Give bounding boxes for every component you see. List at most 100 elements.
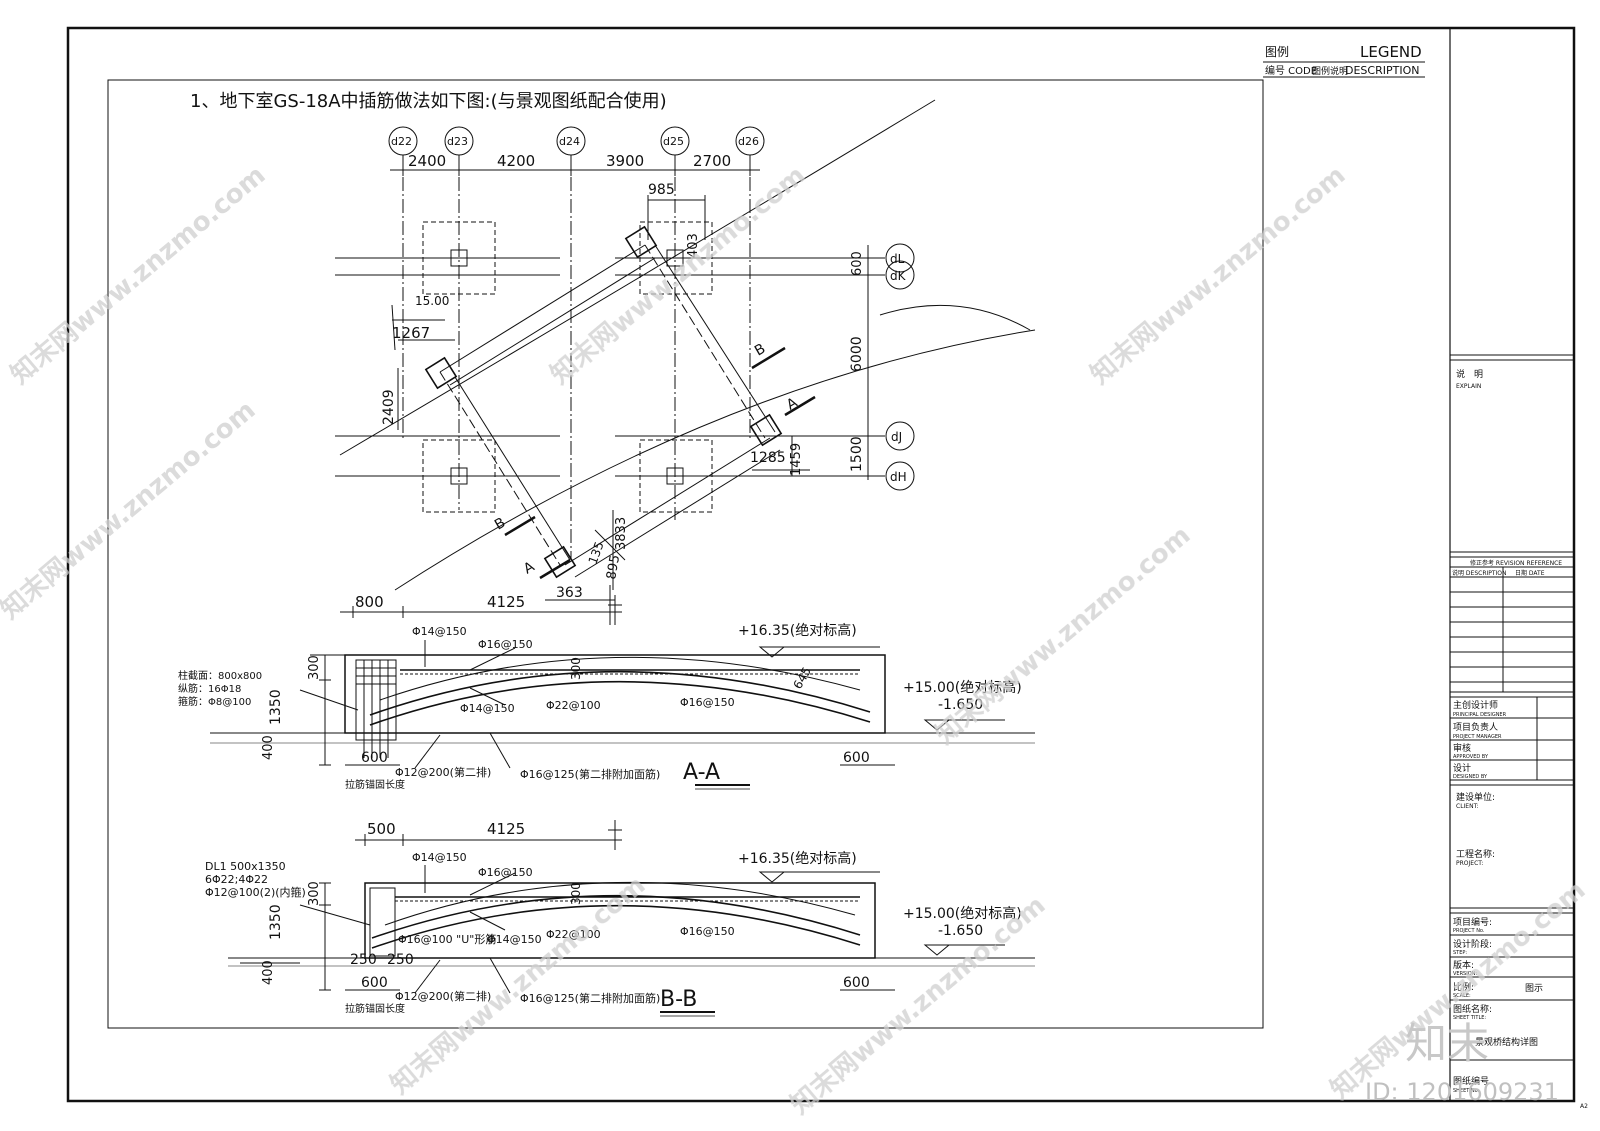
tb-pm-cn: 项目负责人 (1453, 721, 1498, 733)
bb-dim-250a: 250 (350, 952, 377, 968)
section-aa-labels: 800 4125 Φ14@150 Φ16@150 +16.35(绝对标高) +1… (178, 593, 1022, 791)
aa-col-stirrup: 箍筋：Φ8@100 (178, 695, 251, 708)
dim-1285: 1285 (750, 450, 786, 466)
tb-stage-en: STEP: (1453, 950, 1467, 956)
cut-b-top: B (752, 341, 768, 360)
bb-dim-250b: 250 (387, 952, 414, 968)
titleblock-labels: 说 明 EXPLAIN 修正参考 REVISION REFERENCE 说明 D… (1452, 368, 1588, 1110)
watermark-text: 知末网www.znzmo.com (385, 870, 651, 1100)
dim-1500: 1500 (849, 436, 865, 472)
aa-r1: Φ14@150 (412, 625, 467, 638)
section-aa (210, 595, 1035, 790)
tb-sheet-cn: 图纸名称: (1453, 1003, 1492, 1015)
legend-desc-en: DESCRIPTION (1345, 64, 1419, 77)
tb-revision: 修正参考 REVISION REFERENCE (1470, 559, 1562, 567)
dim-403: 403 (686, 233, 701, 258)
tb-pm-en: PROJECT MANAGER (1453, 734, 1502, 740)
legend-cn: 图例 (1265, 45, 1289, 59)
dim-3900: 3900 (606, 152, 644, 170)
outer-frame (66, 26, 1576, 1103)
dim-363: 363 (556, 585, 583, 601)
cut-a-top: A (784, 395, 801, 414)
watermark-text: 知末网www.znzmo.com (930, 520, 1196, 750)
tb-design-en: DESIGNED BY (1453, 774, 1488, 780)
section-bb (228, 820, 1035, 1017)
tb-project-cn: 工程名称: (1456, 848, 1495, 860)
tb-client-cn: 建设单位: (1456, 791, 1495, 803)
dim-1500b: 15.00 (415, 294, 449, 308)
aa-dim-400: 400 (261, 735, 276, 760)
bb-r1: Φ14@150 (412, 851, 467, 864)
bb-dim-300v: 300 (569, 882, 583, 905)
bb-dim-400: 400 (261, 960, 276, 985)
bb-beam3: Φ12@100(2)(内箍) (205, 885, 306, 899)
bb-r4: Φ22@100 (546, 928, 601, 941)
aa-dim-600l: 600 (361, 750, 388, 766)
watermark-logo: 知末 (1405, 1019, 1489, 1068)
watermark-id: ID: 1201609231 (1365, 1078, 1559, 1106)
bb-r7: Φ16@125(第二排附加面筋) (520, 991, 660, 1005)
aa-dim-800: 800 (355, 593, 384, 611)
bb-r6: Φ12@200(第二排) (395, 989, 491, 1003)
aa-dim-600r: 600 (843, 750, 870, 766)
tb-projno-en: PROJECT No. (1453, 928, 1485, 934)
bb-anchor: 拉筋锚固长度 (345, 1002, 405, 1015)
axis-dJ: dJ (891, 430, 902, 444)
axis-d22: d22 (391, 135, 412, 148)
dim-985: 985 (648, 182, 675, 198)
tb-size: A2 (1580, 1103, 1588, 1110)
aa-anchor: 拉筋锚固长度 (345, 778, 405, 791)
bb-dim-500: 500 (367, 820, 396, 838)
legend-en: LEGEND (1360, 43, 1422, 61)
aa-dim-4125: 4125 (487, 593, 525, 611)
dim-2700: 2700 (693, 152, 731, 170)
axis-d25: d25 (663, 135, 684, 148)
tb-sheet-val: 景观桥结构详图 (1475, 1036, 1538, 1048)
dim-135: 135 (586, 540, 607, 566)
watermarks: 知末网www.znzmo.com 知末网www.znzmo.com 知末网www… (0, 160, 1591, 1120)
tb-approve-en: APPROVED BY (1453, 754, 1489, 760)
legend-code: 编号 CODE (1265, 64, 1317, 77)
bb-dim-600r: 600 (843, 975, 870, 991)
bb-elev-top: +16.35(绝对标高) (738, 850, 857, 867)
dim-3833: 3833 (614, 517, 629, 550)
tb-explain-en: EXPLAIN (1456, 383, 1481, 390)
aa-title: A-A (683, 760, 720, 785)
axis-d26: d26 (738, 135, 759, 148)
dim-4200: 4200 (497, 152, 535, 170)
bb-elev-mid: +15.00(绝对标高) (903, 905, 1022, 922)
tb-scale-val: 图示 (1525, 983, 1543, 994)
watermark-text: 知末网www.znzmo.com (5, 160, 271, 390)
aa-r3: Φ14@150 (460, 702, 515, 715)
aa-r7: Φ16@125(第二排附加面筋) (520, 767, 660, 781)
cut-b-bottom: B (492, 515, 508, 534)
watermark-text: 知末网www.znzmo.com (0, 395, 261, 625)
aa-dim-300: 300 (307, 655, 322, 680)
cut-a-bottom: A (521, 559, 538, 578)
aa-col-section: 柱截面：800x800 (178, 669, 262, 682)
bb-dim-1350: 1350 (268, 904, 284, 940)
tb-client-en: CLIENT: (1456, 803, 1479, 810)
aa-elev-low: -1.650 (938, 697, 983, 713)
dim-2400: 2400 (408, 152, 446, 170)
tb-designer-en: PRINCIPAL DESIGNER (1453, 712, 1507, 718)
drawing-frame (107, 79, 1264, 1029)
titleblock-frame (1449, 27, 1575, 1102)
aa-dim-300v: 300 (569, 657, 583, 680)
dim-895: 895 (604, 554, 623, 581)
dim-2409: 2409 (381, 389, 397, 425)
aa-r2: Φ16@150 (478, 638, 533, 651)
titleblock (1450, 354, 1574, 1061)
bb-r3: Φ16@100 "U"形筋 (398, 932, 496, 946)
aa-elev-top: +16.35(绝对标高) (738, 622, 857, 639)
bb-beam2: 6Φ22;4Φ22 (205, 873, 268, 886)
tb-explain-cn: 说 明 (1456, 368, 1483, 380)
dim-6000: 6000 (849, 336, 865, 372)
tb-design-cn: 设计 (1453, 762, 1471, 774)
section-bb-labels: 500 4125 DL1 500x1350 6Φ22;4Φ22 Φ12@100(… (205, 820, 1022, 1015)
tb-version-cn: 版本: (1453, 959, 1474, 971)
tb-approve-cn: 审核 (1453, 742, 1471, 754)
axis-dH: dH (890, 470, 907, 484)
bb-r5: Φ16@150 (680, 925, 735, 938)
